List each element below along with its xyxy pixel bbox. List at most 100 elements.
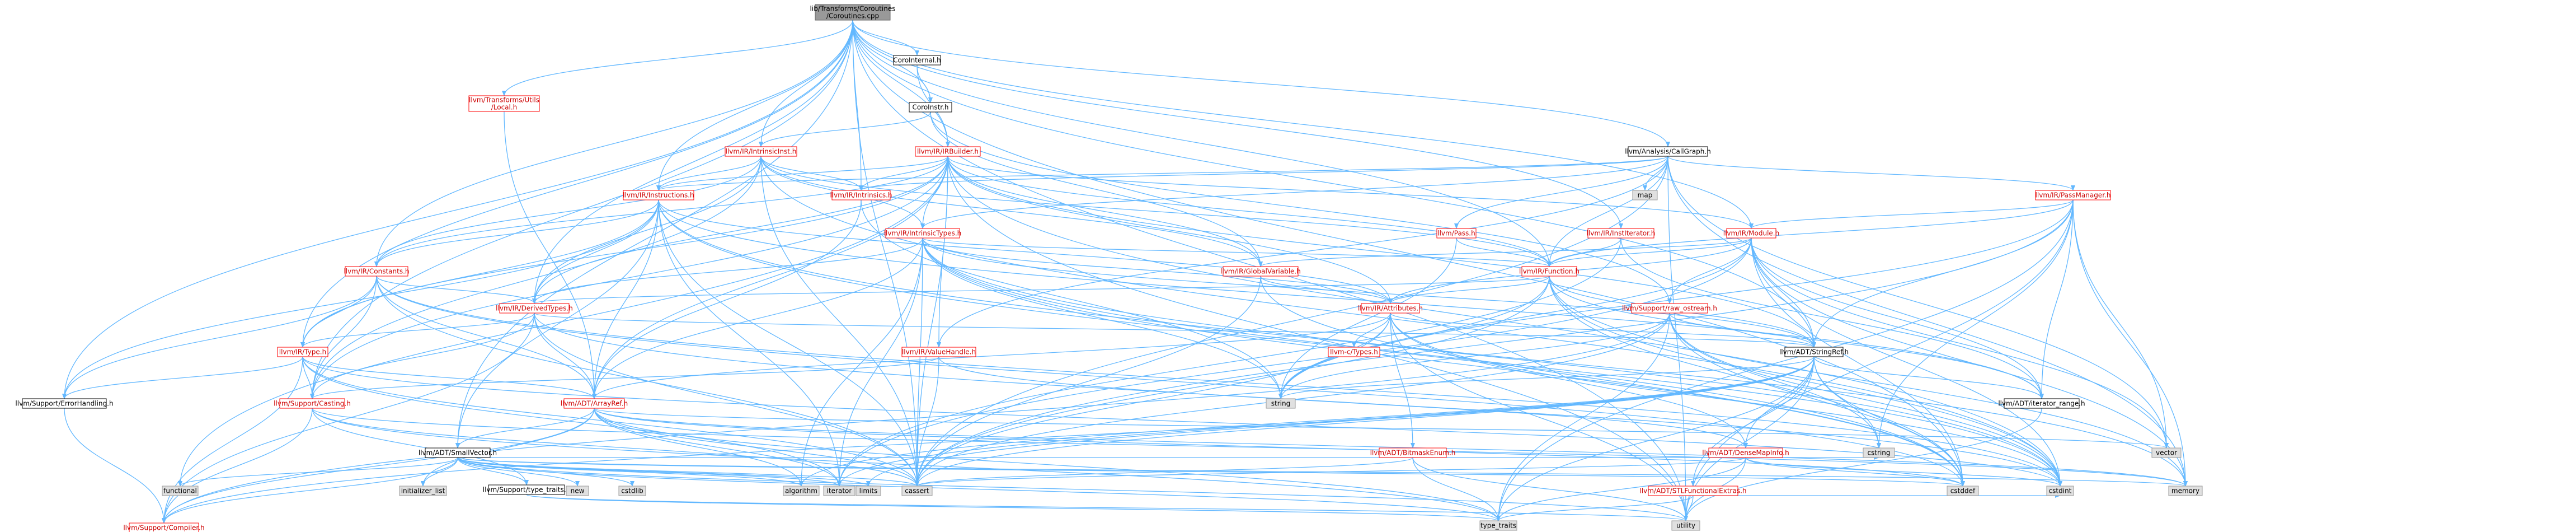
- graph-node-compiler[interactable]: llvm/Support/Compiler.h: [123, 522, 205, 532]
- graph-node-passmanager[interactable]: llvm/IR/PassManager.h: [2035, 190, 2111, 200]
- graph-node-llvmctypes[interactable]: llvm-c/Types.h: [1328, 347, 1380, 357]
- graph-node-irbuilder[interactable]: llvm/IR/IRBuilder.h: [915, 146, 981, 157]
- include-edge: [1751, 237, 2062, 487]
- include-edge: [300, 312, 535, 348]
- include-edge: [1751, 237, 2169, 449]
- include-edge: [592, 199, 862, 399]
- node-box: [468, 95, 540, 112]
- include-edge: [302, 356, 919, 487]
- include-edge: [852, 20, 1816, 348]
- node-label: limits: [859, 487, 878, 495]
- node-box: [831, 190, 891, 200]
- graph-node-corointernal[interactable]: CoroInternal.h: [893, 55, 941, 66]
- node-box: [2151, 447, 2182, 458]
- include-edge: [1390, 312, 1748, 449]
- node-label: string: [1271, 400, 1290, 408]
- node-box: [2004, 398, 2080, 409]
- graph-node-pass[interactable]: llvm/Pass.h: [1436, 228, 1477, 239]
- graph-node-module[interactable]: llvm/IR/Module.h: [1723, 228, 1779, 239]
- graph-node-intrinsictypes[interactable]: llvm/IR/IntrinsicTypes.h: [884, 228, 962, 239]
- node-label: llvm/IR/IntrinsicTypes.h: [884, 230, 962, 237]
- include-edge: [759, 20, 853, 147]
- include-edge: [1669, 312, 1965, 487]
- node-label: llvm/Support/ErrorHandling.h: [15, 400, 113, 408]
- graph-node-derivedtypes[interactable]: llvm/IR/DerivedTypes.h: [496, 303, 573, 314]
- node-label: map: [1638, 192, 1653, 199]
- include-edge: [64, 408, 166, 524]
- node-box: [901, 486, 933, 496]
- include-edge: [1496, 356, 1815, 521]
- graph-node-instructions[interactable]: llvm/IR/Instructions.h: [623, 190, 694, 200]
- include-edge: [1813, 356, 2044, 399]
- node-box: [1863, 447, 1895, 458]
- graph-node-irtype[interactable]: llvm/IR/Type.h: [277, 347, 328, 357]
- graph-node-coroinstr[interactable]: CoroInstr.h: [909, 102, 952, 113]
- include-edge: [162, 356, 303, 524]
- graph-node-densemapinfo[interactable]: llvm/ADT/DenseMapInfo.h: [1702, 447, 1789, 458]
- include-edge: [534, 312, 1816, 348]
- include-edge: [1390, 312, 2062, 487]
- include-edge: [374, 199, 659, 267]
- graph-node-intrinsicinst[interactable]: llvm/IR/IntrinsicInst.h: [725, 146, 797, 157]
- include-edge: [62, 356, 303, 399]
- include-edge: [920, 156, 1668, 229]
- include-edge: [915, 276, 1261, 487]
- graph-node-intrinsics[interactable]: llvm/IR/Intrinsics.h: [830, 190, 892, 200]
- include-edge: [1751, 237, 2044, 399]
- graph-node-function[interactable]: llvm/IR/Function.h: [1519, 266, 1580, 277]
- node-label: llvm/ADT/DenseMapInfo.h: [1702, 449, 1789, 457]
- graph-node-bitmaskenum[interactable]: llvm/ADT/BitmaskEnum.h: [1370, 447, 1456, 458]
- graph-node-stringref[interactable]: llvm/ADT/StringRef.h: [1779, 347, 1849, 357]
- include-edge: [915, 457, 1746, 487]
- node-box: [901, 347, 976, 357]
- graph-node-callgraph[interactable]: llvm/Analysis/CallGraph.h: [1625, 146, 1711, 157]
- graph-node-stlfunctionalextras[interactable]: llvm/ADT/STLFunctionalExtras.h: [1639, 486, 1747, 496]
- include-edge: [302, 356, 596, 399]
- include-edge: [162, 457, 458, 524]
- include-edge: [526, 494, 1501, 521]
- graph-node-errorhandling[interactable]: llvm/Support/ErrorHandling.h: [15, 398, 114, 409]
- include-edge: [162, 356, 1815, 524]
- graph-node-smallvector[interactable]: llvm/ADT/SmallVector.h: [419, 447, 497, 458]
- graph-node-attributes[interactable]: llvm/IR/Attributes.h: [1358, 303, 1423, 314]
- include-edge: [1749, 199, 2074, 229]
- include-edge: [1549, 276, 2062, 487]
- graph-node-raw_ostream[interactable]: llvm/Support/raw_ostream.h: [1622, 303, 1717, 314]
- graph-node-arrayref[interactable]: llvm/ADT/ArrayRef.h: [561, 398, 628, 409]
- include-edge: [937, 156, 1668, 348]
- node-box: [345, 266, 408, 277]
- include-edge: [457, 457, 1688, 521]
- graph-node-vector: vector: [2151, 447, 2182, 458]
- include-edge: [1390, 312, 1688, 521]
- graph-node-transformsutilslocal[interactable]: llvm/Transforms/Utils/Local.h: [468, 95, 540, 112]
- node-label: llvm/IR/IntrinsicInst.h: [726, 148, 797, 156]
- graph-node-constants[interactable]: llvm/IR/Constants.h: [344, 266, 410, 277]
- graph-node-institerator[interactable]: llvm/IR/InstIterator.h: [1587, 228, 1656, 239]
- include-edge: [1549, 276, 2188, 487]
- node-label: CoroInternal.h: [893, 57, 941, 64]
- node-box: [855, 486, 881, 496]
- include-edge: [1751, 237, 1816, 348]
- include-edge: [947, 156, 2062, 487]
- node-box: [893, 55, 941, 66]
- graph-node-globalvariable[interactable]: llvm/IR/GlobalVariable.h: [1220, 266, 1301, 277]
- include-edge: [162, 312, 1670, 524]
- include-edge: [1547, 199, 2074, 267]
- include-edge: [837, 237, 1752, 487]
- graph-node-iterator_range[interactable]: llvm/ADT/iterator_range.h: [1998, 398, 2085, 409]
- graph-node-root[interactable]: lib/Transforms/Coroutines/Coroutines.cpp: [810, 4, 896, 21]
- include-edge: [1743, 356, 1815, 449]
- include-edge: [915, 312, 1391, 487]
- include-edge: [592, 156, 948, 399]
- graph-node-type_traits_h[interactable]: llvm/Support/type_traits.h: [483, 484, 571, 495]
- graph-node-valuehandle[interactable]: llvm/IR/ValueHandle.h: [901, 347, 976, 357]
- include-edge: [2072, 199, 2169, 449]
- node-box: [1479, 520, 1517, 531]
- include-edge: [930, 111, 1263, 267]
- node-label: llvm-c/Types.h: [1330, 348, 1378, 356]
- include-edge: [594, 408, 842, 487]
- graph-node-casting[interactable]: llvm/Support/Casting.h: [274, 398, 351, 409]
- include-edge: [312, 408, 2188, 487]
- node-label: llvm/IR/Module.h: [1723, 230, 1779, 237]
- graph-node-iterator: iterator: [823, 486, 855, 496]
